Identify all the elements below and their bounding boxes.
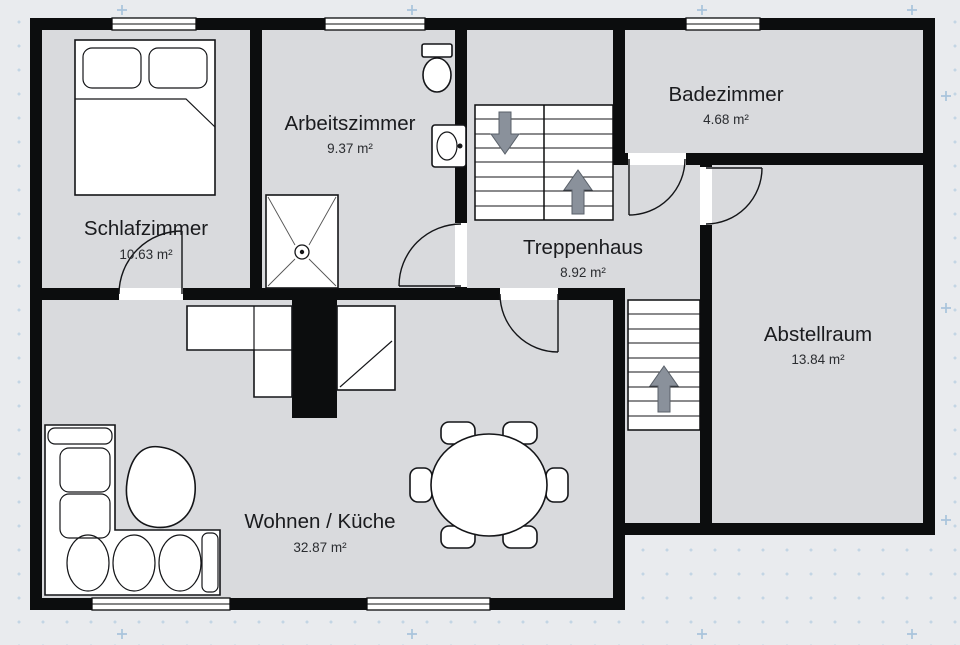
wall-badezimmer-left	[613, 18, 625, 165]
room-labels-group: Schlafzimmer 10.63 m² Arbeitszimmer 9.37…	[84, 83, 872, 555]
door-gap-arbeitszimmer	[455, 223, 467, 287]
room-area-abstellraum: 13.84 m²	[791, 352, 845, 367]
room-area-wohnen-kueche: 32.87 m²	[293, 540, 347, 555]
room-label-treppenhaus: Treppenhaus	[523, 236, 643, 259]
corridor-stairs-up-arrow-icon	[649, 365, 679, 413]
window-badezimmer	[685, 17, 761, 31]
door-wohnen	[499, 293, 559, 353]
room-label-arbeitszimmer: Arbeitszimmer	[285, 112, 416, 135]
door-swings-group	[118, 158, 763, 353]
door-abstellraum	[705, 167, 763, 225]
kitchen-counter-left	[186, 305, 293, 398]
wall-schlaf-arbeits-divider	[250, 18, 262, 300]
room-area-badezimmer: 4.68 m²	[703, 112, 749, 127]
bed	[74, 39, 216, 196]
room-label-badezimmer: Badezimmer	[668, 83, 783, 106]
door-badezimmer	[628, 158, 686, 216]
room-area-treppenhaus: 8.92 m²	[560, 265, 606, 280]
door-gap-abstellraum	[700, 167, 712, 225]
staircase-main	[474, 104, 614, 221]
dining-chair	[409, 467, 433, 503]
faucet-icon	[457, 143, 463, 149]
dining-chair	[545, 467, 569, 503]
door-gap-schlafzimmer	[119, 288, 183, 300]
room-label-abstellraum: Abstellraum	[764, 323, 872, 346]
windows-group	[91, 17, 761, 611]
shower	[265, 194, 339, 289]
coffee-table	[125, 445, 196, 529]
wall-wohnen-right	[613, 288, 625, 610]
window-schlafzimmer	[111, 17, 197, 31]
wall-outer-left	[30, 18, 42, 610]
wall-arbeitszimmer-bottom	[262, 288, 467, 300]
stairs-down-arrow-icon	[490, 111, 520, 155]
grid-cross-marks	[117, 5, 951, 639]
door-openings-group	[119, 153, 712, 300]
floor-right-section	[613, 18, 935, 535]
sink	[431, 124, 467, 168]
door-schlafzimmer	[118, 230, 183, 295]
room-label-schlafzimmer: Schlafzimmer	[84, 217, 208, 240]
wall-badezimmer-bottom	[613, 153, 935, 165]
stairs-up-arrow-icon	[563, 169, 593, 215]
window-wohnen-left	[91, 597, 231, 611]
door-gap-badezimmer	[628, 153, 686, 165]
window-arbeitszimmer	[324, 17, 426, 31]
wall-chimney-stub	[292, 300, 337, 418]
wall-abstellraum-left	[700, 153, 712, 535]
dining-table	[430, 433, 548, 537]
wall-outer-right	[923, 18, 935, 535]
staircase-corridor	[627, 299, 701, 431]
room-label-wohnen-kueche: Wohnen / Küche	[244, 510, 395, 533]
door-arbeitszimmer	[398, 223, 462, 287]
room-area-schlafzimmer: 10.63 m²	[119, 247, 173, 262]
kitchen-counter-right	[336, 305, 396, 391]
toilet	[421, 43, 453, 93]
sofa	[44, 424, 221, 596]
door-gap-wohnen	[500, 288, 558, 300]
window-wohnen-right	[366, 597, 491, 611]
wall-abstellraum-bottom	[613, 523, 935, 535]
room-area-arbeitszimmer: 9.37 m²	[327, 141, 373, 156]
